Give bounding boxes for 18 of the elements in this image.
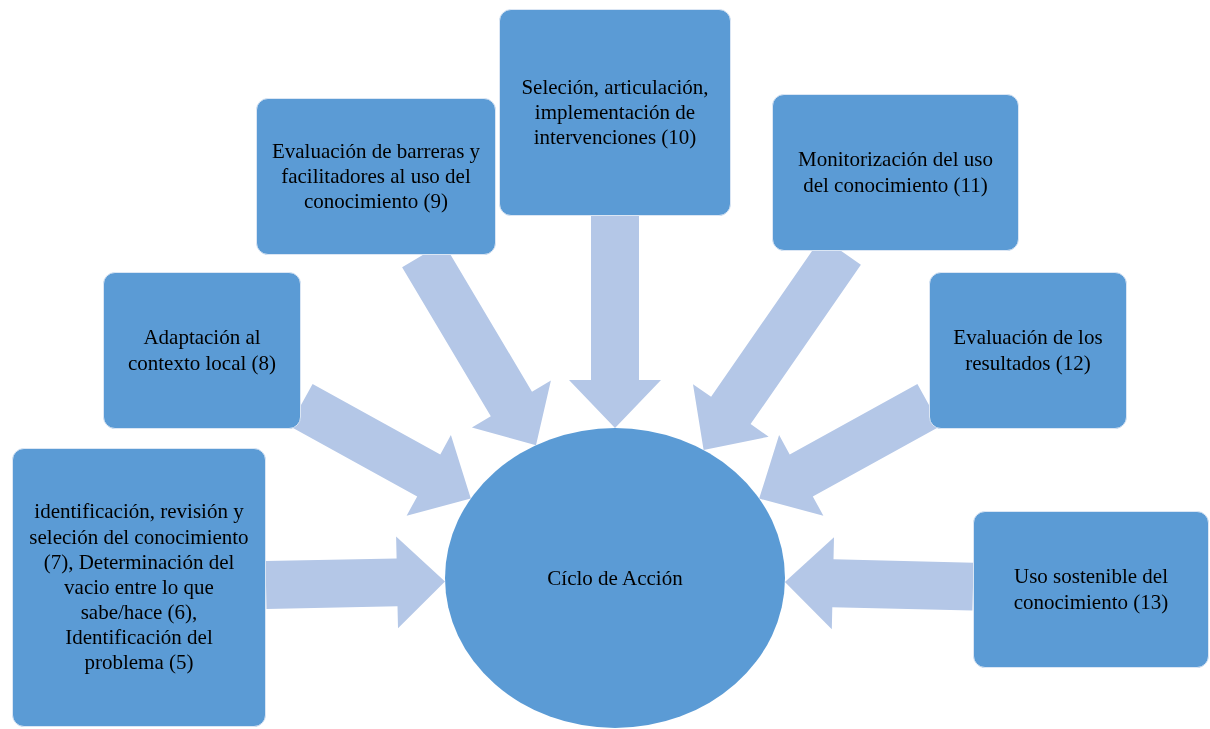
process-box [973, 511, 1209, 668]
node-text: Evaluación de los resultados (12) [952, 325, 1104, 376]
node-text: Evaluación de barreras y facilitadores al uso del conocimiento (9) [270, 138, 482, 215]
process-box [772, 94, 1019, 251]
node-text: Uso sostenible del conocimiento (13) [1012, 564, 1170, 615]
process-box [256, 98, 496, 255]
node-text: identificación, revisión y seleción del conocimiento (7), Determinación del vacio entre lo que sabe/hace (6), Identificación del problema (5) [28, 499, 250, 676]
process-box [103, 272, 301, 429]
block-arrow [265, 536, 445, 629]
node-text: Cíclo de Acción [547, 564, 683, 592]
node-text: Seleción, articulación, implementación de intervenciones (10) [520, 74, 710, 151]
node-text: Adaptación al contexto local (8) [126, 325, 278, 376]
block-arrow [784, 537, 974, 630]
process-box [499, 9, 731, 216]
process-box [12, 448, 266, 727]
process-box [929, 272, 1127, 429]
block-arrow [569, 216, 661, 428]
node-text: Monitorización del uso del conocimiento (11) [797, 147, 994, 198]
